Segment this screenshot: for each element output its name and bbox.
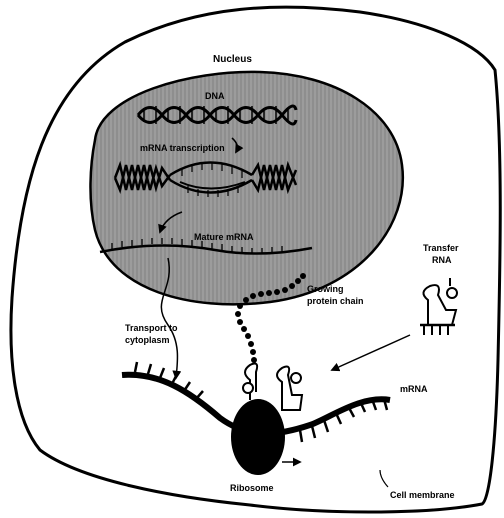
ribosome-label: Ribosome [230,483,274,493]
nucleus-label: Nucleus [213,54,252,65]
transport-label-line2: cytoplasm [125,335,170,345]
trna-label-line1: Transfer [423,243,459,253]
growing-chain-label-line2: protein chain [307,296,364,306]
trna-label-line2: RNA [432,255,452,265]
growing-chain-label-line1: Growing [307,284,344,294]
transport-label-line1: Transport to [125,323,178,333]
mature-mrna-label: Mature mRNA [194,232,254,242]
mrna-label: mRNA [400,384,428,394]
transcription-label: mRNA transcription [140,143,225,153]
dna-label: DNA [205,91,225,101]
ribosome-body [231,399,285,475]
cell-membrane-label: Cell membrane [390,490,455,500]
